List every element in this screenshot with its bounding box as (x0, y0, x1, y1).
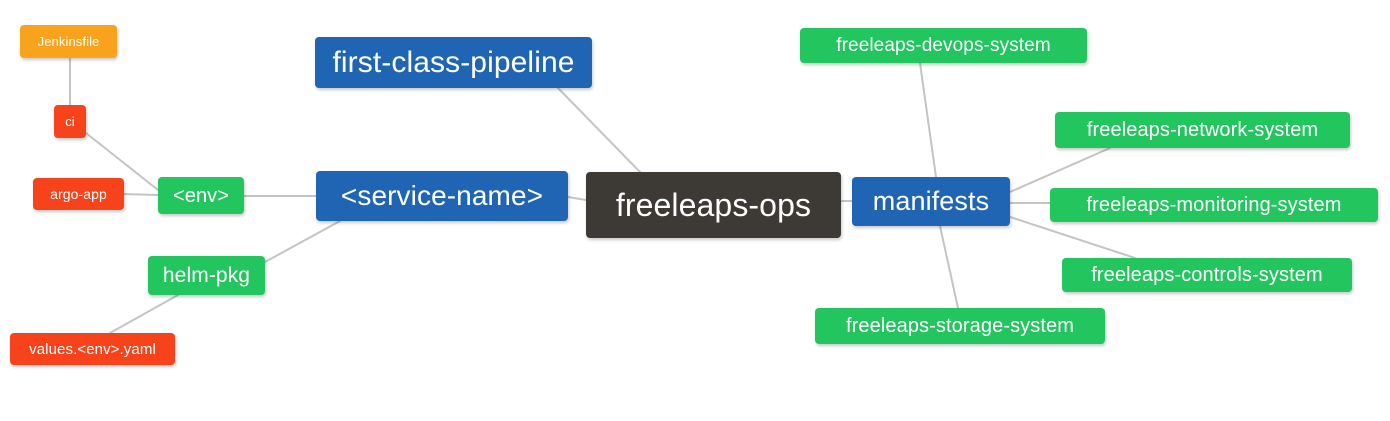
mindmap-node-label-jenkinsfile: Jenkinsfile (37, 34, 100, 49)
mindmap-node-label-devops-system: freeleaps-devops-system (836, 35, 1051, 56)
mindmap-node-label-freeleaps-ops: freeleaps-ops (615, 187, 812, 223)
mindmap-node-helm-pkg[interactable]: helm-pkg (148, 256, 265, 295)
mindmap-node-first-class-pipeline[interactable]: first-class-pipeline (315, 37, 592, 88)
edge-manifests-to-devops-system (919, 62, 937, 178)
mindmap-node-jenkinsfile[interactable]: Jenkinsfile (20, 25, 117, 58)
edge-service-name-to-freeleaps-ops (567, 196, 587, 201)
mindmap-node-label-argo-app: argo-app (50, 186, 107, 202)
mindmap-node-ci[interactable]: ci (54, 105, 86, 138)
mindmap-node-env[interactable]: <env> (158, 177, 244, 214)
edge-argo-app-to-env (123, 193, 159, 196)
edge-service-name-to-helm-pkg (264, 220, 341, 263)
mindmap-node-label-helm-pkg: helm-pkg (162, 264, 251, 287)
edge-helm-pkg-to-values-yaml (109, 294, 179, 334)
mindmap-node-storage-system[interactable]: freeleaps-storage-system (815, 308, 1105, 344)
mindmap-node-network-system[interactable]: freeleaps-network-system (1055, 112, 1350, 148)
mindmap-node-label-monitoring-system: freeleaps-monitoring-system (1086, 194, 1342, 216)
edge-manifests-to-storage-system (939, 225, 959, 309)
mindmap-node-service-name[interactable]: <service-name> (316, 171, 568, 221)
mindmap-node-label-network-system: freeleaps-network-system (1086, 119, 1319, 141)
edge-first-class-pipeline-to-freeleaps-ops (557, 87, 641, 173)
mindmap-node-controls-system[interactable]: freeleaps-controls-system (1062, 258, 1352, 292)
mindmap-node-label-values-yaml: values.<env>.yaml (29, 340, 156, 358)
mindmap-node-devops-system[interactable]: freeleaps-devops-system (800, 28, 1087, 63)
mindmap-node-label-env: <env> (172, 184, 230, 207)
mindmap-node-argo-app[interactable]: argo-app (33, 178, 124, 210)
mindmap-node-label-manifests: manifests (872, 186, 990, 216)
mindmap-node-manifests[interactable]: manifests (852, 177, 1010, 226)
mindmap-node-label-first-class-pipeline: first-class-pipeline (332, 45, 575, 79)
mindmap-node-label-controls-system: freeleaps-controls-system (1091, 264, 1323, 286)
mindmap-node-label-ci: ci (65, 114, 75, 129)
mindmap-node-values-yaml[interactable]: values.<env>.yaml (10, 333, 175, 365)
mindmap-node-label-service-name: <service-name> (340, 180, 544, 211)
edge-manifests-to-controls-system (1009, 216, 1136, 259)
mindmap-node-monitoring-system[interactable]: freeleaps-monitoring-system (1050, 188, 1378, 222)
mindmap-node-label-storage-system: freeleaps-storage-system (845, 315, 1075, 337)
mindmap-node-freeleaps-ops[interactable]: freeleaps-ops (586, 172, 841, 238)
edge-manifests-to-network-system (1009, 147, 1111, 193)
